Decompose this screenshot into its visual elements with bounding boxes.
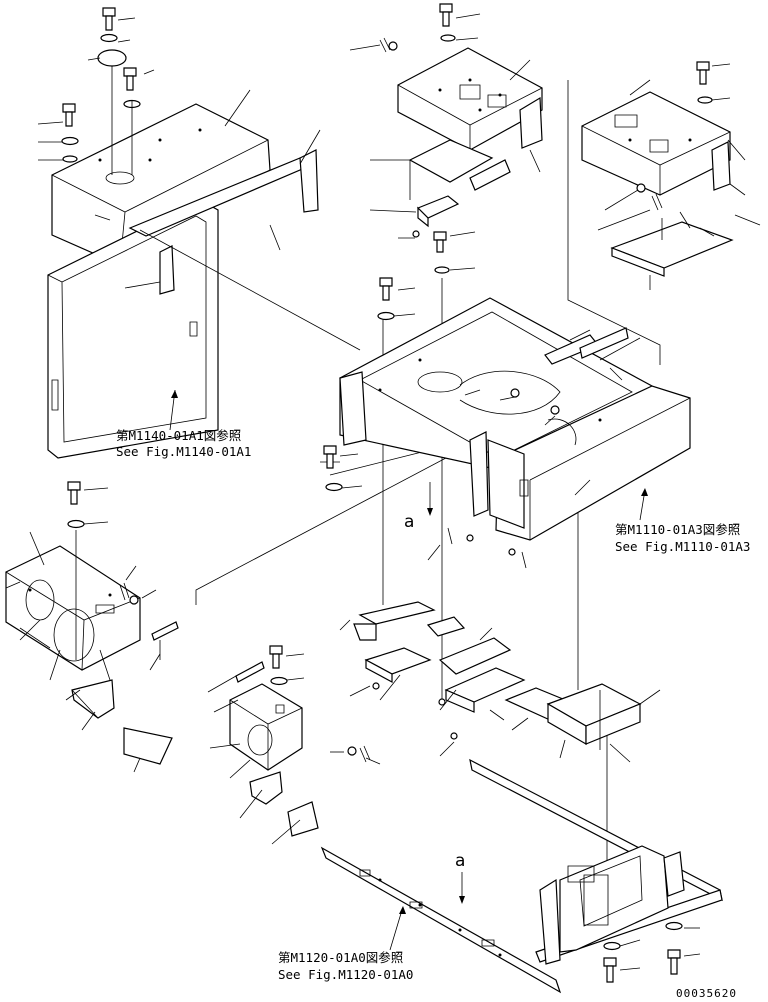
bolt-icon [697,62,709,84]
bolt-icon [124,68,136,90]
revolving-frame [320,278,690,540]
bolt-icon [270,646,282,668]
drawing-id: 00035620 [676,987,737,1000]
ref-m1120-en: See Fig.M1120-01A0 [278,967,413,982]
washer-icon [326,484,342,491]
left-cover-assembly [38,8,320,458]
cap-plate-icon [98,50,126,66]
ref-arrow-m1120 [390,910,402,950]
center-lower-cover-assembly [208,528,660,844]
bolt-icon [434,232,446,252]
washer-icon [698,97,712,103]
washer-icon [62,138,78,145]
bolt-icon [63,104,75,126]
bolt-icon [103,8,115,30]
washer-icon [68,521,84,528]
ref-m1120-jp: 第M1120-01A0図参照 [278,950,403,965]
left-middle-cover-assembly [6,446,362,772]
bolt-icon [324,446,336,468]
washer-icon [604,943,620,950]
washer-icon [666,923,682,930]
bolt-icon [668,950,680,974]
right-upper-plate [582,92,730,195]
washer-icon [63,156,77,162]
bolt-icon [380,278,392,300]
bolt-icon [440,4,452,26]
ref-m1140-en: See Fig.M1140-01A1 [116,444,251,459]
lower-frame-assembly [322,760,722,992]
ref-m1110-en: See Fig.M1110-01A3 [615,539,750,554]
ref-m1110-jp: 第M1110-01A3図参照 [615,522,740,537]
marker-a-lower: a [455,851,465,871]
ref-m1140-jp: 第M1140-01A1図参照 [116,428,241,443]
right-plate-assembly [582,62,760,290]
left-side-cover [6,546,140,670]
washer-icon [441,35,455,41]
marker-a-upper: a [404,512,414,532]
bolt-icon [604,958,616,982]
washer-icon [378,313,394,320]
center-floor-plate-assembly [350,4,542,273]
washer-icon [101,35,117,42]
bolt-icon [68,482,80,504]
washer-icon [271,678,287,685]
washer-icon [435,267,449,273]
